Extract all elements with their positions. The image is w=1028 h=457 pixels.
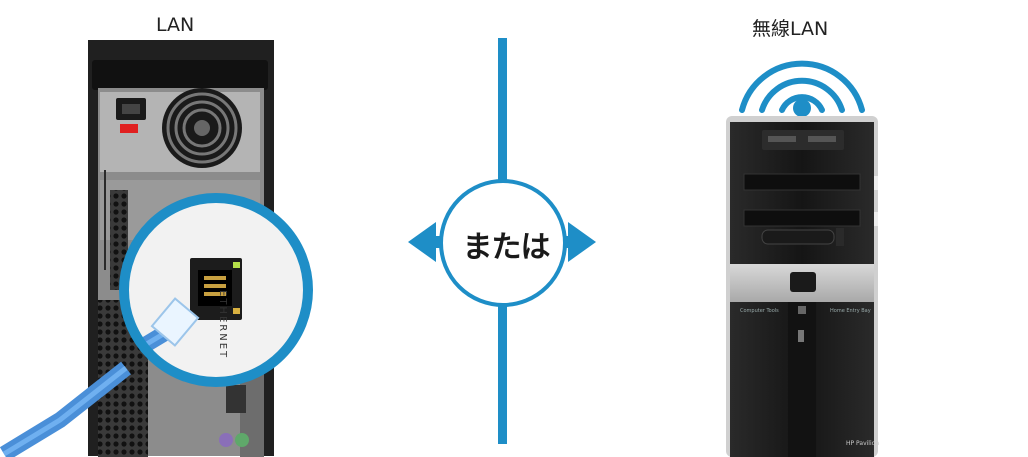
tower-front bbox=[726, 116, 878, 457]
voltage-switch bbox=[120, 124, 138, 133]
hp-logo-icon bbox=[790, 272, 816, 292]
front-right-label: Home Entry Bay bbox=[830, 308, 871, 314]
arrow-right-icon bbox=[568, 222, 596, 262]
brand-label: HP Pavilion bbox=[846, 440, 879, 447]
ps2-port-green bbox=[235, 433, 249, 447]
ps2-port-purple bbox=[219, 433, 233, 447]
optical-drive-2 bbox=[744, 210, 860, 226]
optical-drive-1 bbox=[744, 174, 860, 190]
arrow-left-icon bbox=[408, 222, 436, 262]
or-label: または bbox=[444, 222, 568, 266]
front-left-label: Computer Tools bbox=[740, 308, 779, 314]
ethernet-port-icon bbox=[190, 258, 242, 320]
wifi-icon bbox=[742, 64, 862, 117]
fan-grille bbox=[162, 88, 242, 168]
ethernet-port-label: ETHERNET bbox=[217, 290, 228, 359]
